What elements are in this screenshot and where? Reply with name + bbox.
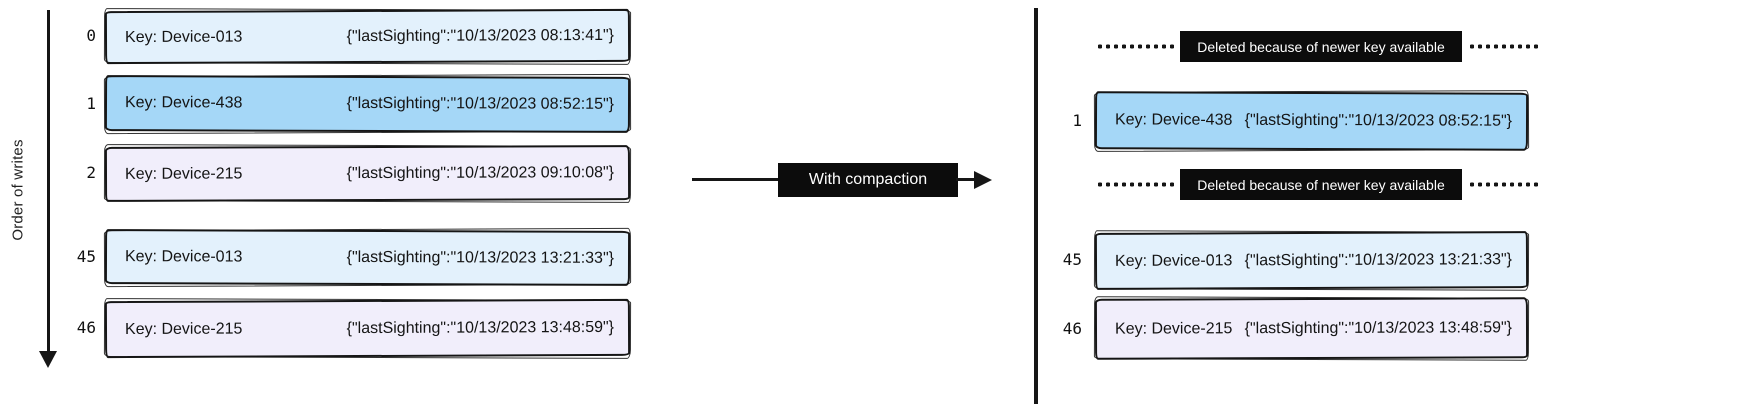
compaction-arrowhead-icon (974, 171, 992, 189)
dotted-line-left (1096, 182, 1176, 187)
record-key: Key: Device-013 (124, 247, 243, 266)
log-record: Key: Device-013 {"lastSighting":"10/13/2… (104, 8, 631, 65)
log-record: Key: Device-215 {"lastSighting":"10/13/2… (104, 298, 631, 359)
record-key: Key: Device-215 (124, 164, 243, 183)
writes-order-arrow-line (47, 10, 50, 352)
record-key: Key: Device-013 (1114, 251, 1233, 270)
dotted-line-right (1468, 182, 1542, 187)
compacted-log-axis-line (1034, 8, 1038, 404)
record-value: {"lastSighting":"10/13/2023 13:21:33"} (1244, 250, 1513, 269)
record-key: Key: Device-013 (124, 28, 243, 46)
record-value: {"lastSighting":"10/13/2023 09:10:08"} (346, 163, 615, 182)
record-key: Key: Device-438 (124, 94, 243, 112)
log-record: Key: Device-438 {"lastSighting":"10/13/2… (104, 75, 631, 133)
record-index: 45 (76, 247, 96, 266)
compaction-label: With compaction (778, 163, 958, 197)
writes-order-arrowhead-icon (39, 351, 57, 368)
record-value: {"lastSighting":"10/13/2023 08:13:41"} (346, 26, 615, 45)
record-index: 1 (1072, 111, 1082, 130)
record-index: 46 (1062, 319, 1082, 338)
deleted-banner-text: Deleted because of newer key available (1197, 38, 1445, 55)
compaction-label-text: With compaction (808, 171, 928, 188)
record-key: Key: Device-215 (124, 320, 243, 338)
compaction-arrow-line (956, 178, 976, 181)
record-value: {"lastSighting":"10/13/2023 08:52:15"} (1244, 111, 1513, 130)
record-value: {"lastSighting":"10/13/2023 13:48:59"} (346, 318, 615, 337)
record-index: 2 (86, 163, 96, 182)
deleted-banner: Deleted because of newer key available (1180, 169, 1462, 200)
order-of-writes-axis-label: Order of writes (9, 139, 27, 241)
log-record: Key: Device-215 {"lastSighting":"10/13/2… (1094, 297, 1529, 360)
record-index: 0 (86, 26, 96, 45)
record-index: 45 (1062, 250, 1082, 269)
compaction-arrow-line (692, 178, 780, 181)
deleted-banner: Deleted because of newer key available (1180, 31, 1462, 62)
record-key: Key: Device-438 (1114, 111, 1233, 129)
record-value: {"lastSighting":"10/13/2023 13:21:33"} (346, 248, 615, 267)
deleted-banner-text: Deleted because of newer key available (1197, 176, 1445, 193)
record-index: 46 (76, 318, 96, 337)
record-value: {"lastSighting":"10/13/2023 13:48:59"} (1244, 318, 1513, 337)
dotted-line-right (1468, 44, 1542, 49)
log-record: Key: Device-013 {"lastSighting":"10/13/2… (104, 229, 631, 286)
log-record: Key: Device-438 {"lastSighting":"10/13/2… (1094, 91, 1529, 151)
dotted-line-left (1096, 44, 1176, 49)
log-record: Key: Device-215 {"lastSighting":"10/13/2… (104, 145, 631, 202)
record-index: 1 (86, 94, 96, 113)
record-value: {"lastSighting":"10/13/2023 08:52:15"} (346, 94, 615, 113)
record-key: Key: Device-215 (1114, 319, 1233, 338)
log-record: Key: Device-013 {"lastSighting":"10/13/2… (1094, 231, 1529, 290)
